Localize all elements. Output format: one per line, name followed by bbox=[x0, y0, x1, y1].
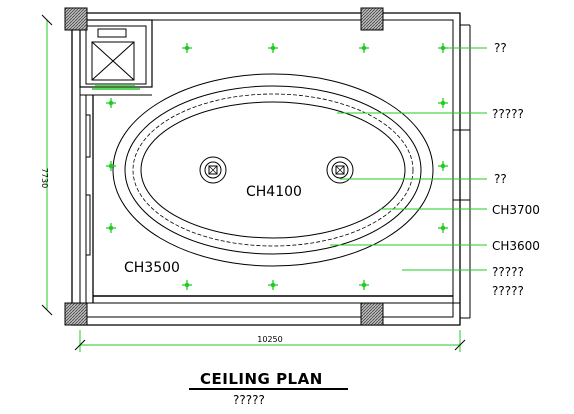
callout-label: ????? bbox=[492, 107, 524, 121]
oval-inner bbox=[140, 101, 406, 239]
column bbox=[360, 7, 384, 31]
leaders bbox=[330, 47, 487, 271]
oval-ceiling bbox=[112, 73, 434, 267]
elevator-shaft bbox=[79, 19, 153, 90]
downlight-icon bbox=[106, 98, 116, 108]
dimensions bbox=[41, 14, 466, 352]
door-leaf bbox=[85, 114, 91, 158]
downlight-icon bbox=[182, 280, 192, 290]
downlight-icon bbox=[438, 223, 448, 233]
downlight-icon bbox=[106, 223, 116, 233]
downlight-icon bbox=[106, 161, 116, 171]
dim-width-label: 10250 bbox=[257, 335, 282, 344]
shaft-outer bbox=[79, 19, 153, 88]
chandelier-left bbox=[199, 156, 227, 184]
outer-wall-line bbox=[71, 12, 461, 326]
drawing-subtitle: ????? bbox=[233, 393, 265, 407]
elevator-car bbox=[91, 41, 135, 81]
callout-label: CH3700 bbox=[492, 203, 540, 217]
downlight-icon bbox=[359, 280, 369, 290]
dim-tick bbox=[41, 14, 53, 26]
door-leaf bbox=[85, 194, 91, 256]
columns bbox=[64, 7, 384, 326]
left-corridor bbox=[79, 94, 152, 310]
ceiling-height-center: CH4100 bbox=[246, 184, 302, 200]
oval-dashed bbox=[132, 93, 414, 247]
downlights bbox=[106, 43, 448, 290]
dim-tick bbox=[41, 304, 53, 316]
downlight-icon bbox=[182, 43, 192, 53]
shaft-inner bbox=[85, 25, 147, 85]
downlight-icon bbox=[438, 161, 448, 171]
oval-outer bbox=[112, 73, 434, 267]
column bbox=[64, 7, 88, 31]
dim-height-label: 7730 bbox=[40, 168, 49, 188]
callout-label: CH3600 bbox=[492, 239, 540, 253]
drawing-title: CEILING PLAN bbox=[200, 370, 323, 388]
oval-second bbox=[124, 85, 422, 255]
column bbox=[64, 302, 88, 326]
chandelier-right bbox=[326, 156, 354, 184]
callout-label: ?? bbox=[494, 41, 507, 55]
elevator-panel bbox=[97, 28, 127, 38]
downlight-icon bbox=[268, 43, 278, 53]
column bbox=[360, 302, 384, 326]
elevator-cross bbox=[91, 41, 135, 81]
downlight-icon bbox=[438, 98, 448, 108]
downlight-icon bbox=[268, 280, 278, 290]
chandeliers bbox=[199, 156, 354, 184]
dim-tick bbox=[454, 339, 466, 351]
walls bbox=[71, 12, 471, 326]
callout-label: ????? bbox=[492, 284, 524, 298]
ceiling-height-lower-left: CH3500 bbox=[124, 260, 180, 276]
dim-tick bbox=[74, 339, 86, 351]
callout-label: ????? bbox=[492, 265, 524, 279]
downlight-icon bbox=[359, 43, 369, 53]
callout-label: ?? bbox=[494, 172, 507, 186]
